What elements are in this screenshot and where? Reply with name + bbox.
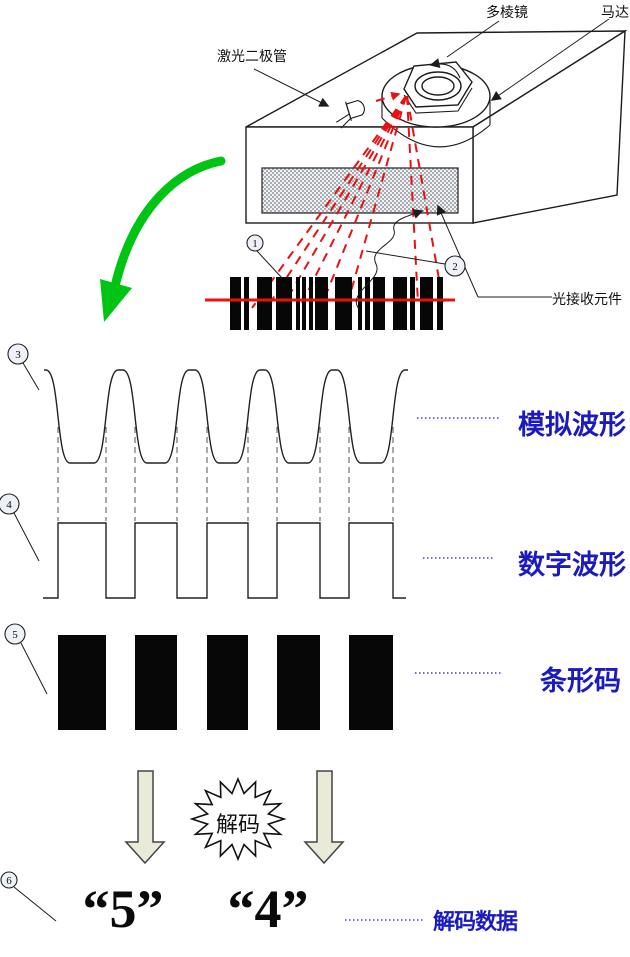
callout-4-circle [0,493,20,515]
stage-label-pointers [345,417,502,921]
laser-diode-flange [345,101,352,121]
squiggle-leader [355,209,424,310]
laser-beam [322,95,407,303]
mirror-rotation-arrow [429,58,461,79]
green-arrow-head [100,279,132,322]
polygon-mirror-leader [446,20,500,58]
label-decoded-data: 解码数据 [433,909,518,934]
cylinder-bottom-arc [381,117,491,148]
label-analog-waveform: 模拟波形 [518,410,626,440]
decoded-digit-4: “4” [227,879,309,939]
decode-burst-shape [189,776,287,862]
decode-stage [124,770,345,865]
callout-1-leader [256,250,283,279]
laser-diode [335,91,401,129]
callout-3-leader [22,362,40,391]
callout-1-number: 1 [252,238,258,250]
laser-beam [251,95,407,309]
callout-3-number: 3 [15,349,21,361]
laser-beam [406,95,444,303]
label-photo-receiver: 光接收元件 [552,293,622,308]
callout-markers: 1 2 3 4 5 6 [0,234,466,922]
motor-leader [490,18,610,101]
scanner-housing [245,29,628,224]
callout-5-leader [20,642,48,695]
callout-2-number: 2 [452,261,458,273]
callout-6-circle [0,871,18,889]
callout-5-circle [4,623,26,645]
laser-beam [283,95,407,305]
callout-2-leader [365,250,446,265]
green-arrow [100,156,226,322]
label-barcode: 条形码 [540,666,621,696]
callout-2-circle [444,255,466,277]
callout-4-number: 4 [6,499,12,511]
decode-arrow-right [303,770,345,865]
label-leaders [253,18,610,298]
photo-receiver-window [261,167,459,214]
label-polygon-mirror: 多棱镜 [486,6,528,21]
label-digital-waveform: 数字波形 [518,550,626,580]
analog-wave-path [44,369,408,464]
callout-4-leader [13,512,40,562]
photo-receiver-leader-d [436,204,479,298]
callout-5-number: 5 [12,629,18,641]
dashed-connectors [57,427,394,521]
callout-1-circle [246,234,264,252]
label-laser-diode: 激光二极管 [217,50,287,65]
callout-3-circle [7,343,29,365]
laser-beam [301,95,407,304]
mirror-ring-inner [421,76,455,96]
decode-burst-label: 解码 [215,812,260,837]
top-barcode-bars [230,277,443,330]
polygon-mirror-mount [381,58,491,148]
digital-wave-path [43,522,406,599]
label-motor: 马达 [601,6,629,21]
laser-diode-lead-2 [340,118,352,129]
decode-arrow-left [124,770,166,865]
barcode-bars [58,635,393,730]
laser-beam-to-mirror [375,91,401,102]
laser-beam-fan [251,95,444,309]
green-arrow-curve [111,156,226,287]
laser-beam [347,95,407,303]
laser-diode-leader [253,68,330,107]
laser-diode-lead-1 [335,113,350,123]
callout-6-leader [13,886,57,922]
laser-beam [406,95,419,304]
nut-lower-rim [403,87,473,114]
callout-6-number: 6 [6,875,12,887]
decoded-digit-5: “5” [82,879,164,939]
laser-diode-body [345,99,365,120]
laser-beam [267,95,407,307]
